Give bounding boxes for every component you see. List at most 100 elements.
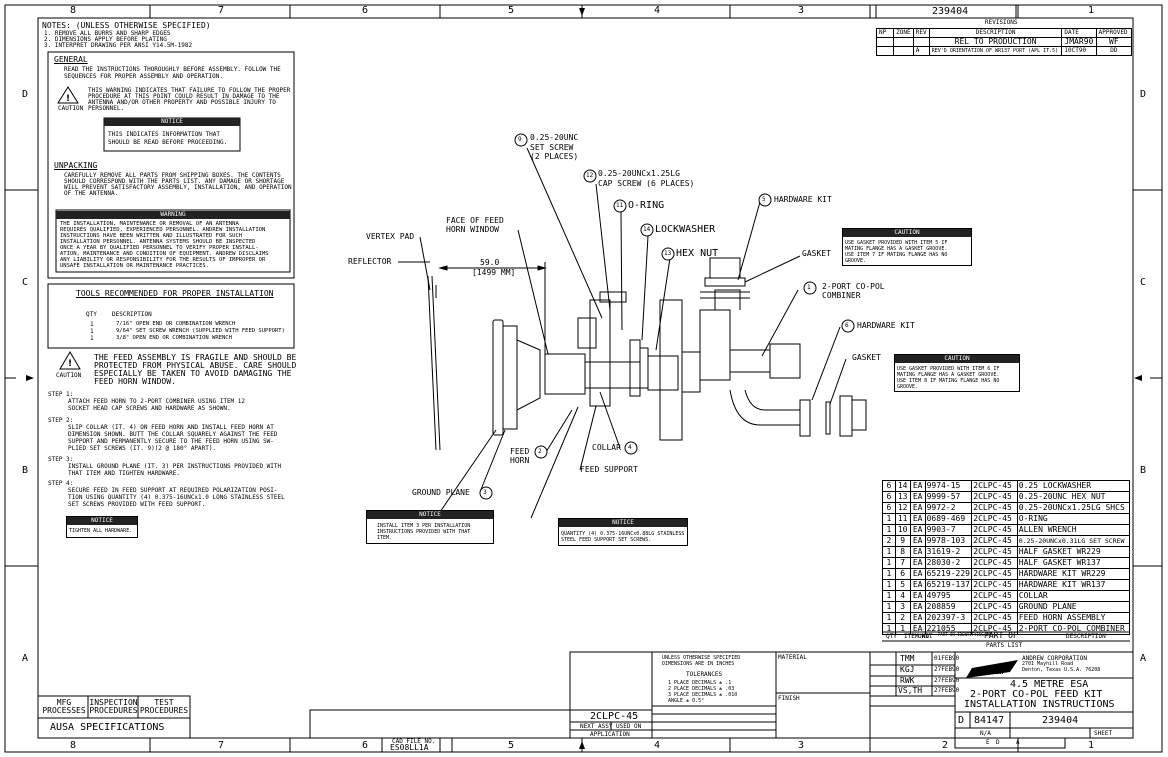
bom-cell: 1 [882, 513, 896, 525]
caution-gasket-2-banner: CAUTION [895, 355, 1019, 363]
bom-cell: 1 [882, 568, 896, 580]
cad-file-label: CAD FILE NO. [392, 738, 436, 745]
tolerance-4: ANGLE ± 0.5° [668, 698, 705, 704]
bom-cell: 2CLPC-45 [971, 480, 1018, 492]
callout-11-number: 11 [616, 202, 624, 209]
tolerance-3: 3 PLACE DECIMALS ± .010 [668, 692, 738, 698]
notice-item3-text-1: INSTALL ITEM 3 PER INSTALLATION [377, 523, 471, 529]
caution-gasket-2-text-3: USE ITEM 8 IF MATING FLANGE HAS NO [897, 378, 1000, 384]
bom-footer-desc: DESCRIPTION [1066, 633, 1106, 640]
general-text-1: READ THE INSTRUCTIONS THOROUGHLY BEFORE … [64, 66, 281, 73]
bom-cell: 2CLPC-45 [971, 579, 1018, 591]
bom-cell: FEED HORN ASSEMBLY [1016, 612, 1131, 624]
callout-1-label: COMBINER [822, 291, 861, 300]
dimension-mm: [1499 MM] [472, 268, 516, 277]
step-2-line: SLIP COLLAR (IT. 4) ON FEED HORN AND INS… [68, 424, 274, 431]
caution-gasket-1-box: CAUTION USE GASKET PROVIDED WITH ITEM 5 … [842, 228, 972, 266]
bom-cell: 1 [882, 590, 896, 602]
notice-item3-text-2: INSTRUCTIONS PROVIDED WITH THAT [377, 529, 471, 535]
callout-9-label: SET SCREW [530, 143, 574, 152]
callout-4-number: 4 [628, 444, 632, 451]
zone-row-a-right: A [1140, 653, 1147, 664]
step-1-line: SOCKET HEAD CAP SCREWS AND HARDWARE AS S… [68, 405, 231, 412]
bom-cell: HALF GASKET WR137 [1016, 557, 1131, 569]
zone-col-8-bottom: 8 [70, 740, 77, 751]
feed-caution-label: CAUTION [56, 372, 82, 379]
application-label: APPLICATION [590, 731, 630, 738]
note-3: 3. INTERPRET DRAWING PER ANSI Y14.5M-198… [44, 42, 193, 49]
date-checked: 27FEB90 [934, 666, 960, 673]
callout-13-number: 13 [664, 250, 672, 257]
zone-row-d-right: D [1140, 89, 1147, 100]
notes-title: NOTES: (UNLESS OTHERWISE SPECIFIED) [42, 21, 211, 30]
bom-cell: 0.25-20UNC HEX NUT [1016, 491, 1131, 503]
bom-footer-item: ITEM NO. [904, 633, 933, 640]
collar-label: COLLAR [592, 443, 621, 452]
bom-cell: 65219-229 [924, 568, 973, 580]
finish-label: FINISH [778, 695, 800, 702]
bom-cell: 6 [894, 568, 911, 580]
unpacking-text-1: CAREFULLY REMOVE ALL PARTS FROM SHIPPING… [64, 172, 281, 179]
bom-cell: 1 [882, 557, 896, 569]
rev-row-desc: REV'D ORIENTATION OF WR137 PORT (APL IT.… [928, 46, 1063, 56]
bom-cell: HALF GASKET WR229 [1016, 546, 1131, 558]
zone-row-c-right: C [1140, 277, 1147, 288]
signature-drawn: TMM [900, 654, 915, 663]
bom-cell: EA [909, 546, 926, 558]
general-heading: GENERAL [54, 55, 88, 64]
next-assy-label: NEXT ASSY [580, 723, 613, 730]
company-city: Denton, Texas U.S.A. 76208 [1022, 667, 1101, 673]
bom-cell: 0.25-20UNCx1.25LG SHCS [1016, 502, 1131, 514]
bom-cell: 12 [894, 502, 911, 514]
gasket-label-b: GASKET [852, 353, 881, 362]
bom-cell: EA [909, 480, 926, 492]
bom-cell: 2CLPC-45 [971, 601, 1018, 613]
bom-cell: 9 [894, 535, 911, 547]
rev-row-rev [912, 37, 930, 47]
callout-11-label: O-RING [628, 200, 665, 211]
bom-cell: 2CLPC-45 [971, 524, 1018, 536]
bom-cell: 6 [882, 491, 896, 503]
feed-horn-label: HORN [510, 456, 530, 465]
caution-text-4: PERSONNEL. [88, 105, 125, 112]
bom-cell: 202397-3 [924, 612, 973, 624]
signature-approved: VS,TH [898, 686, 923, 695]
rev-row-np [875, 46, 895, 56]
bom-cell: EA [909, 601, 926, 613]
bom-cell: EA [909, 491, 926, 503]
bom-cell: 5 [894, 579, 911, 591]
callout-14-label: LOCKWASHER [655, 224, 716, 235]
rev-head-zone: ZONE [893, 28, 914, 38]
step-2-title: STEP 2: [48, 417, 74, 424]
rev-d: D [996, 739, 1000, 746]
caution-gasket-1-text-4: GROOVE. [845, 258, 867, 264]
zone-row-d-left: D [22, 89, 29, 100]
tools-row-desc: 7/16" OPEN END OR COMBINATION WRENCH [116, 321, 236, 327]
revisions-title: REVISIONS [985, 19, 1018, 26]
zone-col-4-bottom: 4 [654, 740, 661, 751]
bom-footer-part-no: PART OR IDENTIFYING NO. [938, 632, 994, 637]
rev-row-zone [893, 37, 914, 47]
caution-gasket-2-text-2: MATING FLANGE HAS A GASKET GROOVE. [897, 372, 1000, 378]
unpacking-text-3: WILL PREVENT SATISFACTORY ASSEMBLY, INST… [64, 184, 292, 191]
notice-item3-text-3: ITEM. [377, 535, 393, 541]
rev-row-rev: A [912, 46, 930, 56]
bom-cell: 9972-2 [924, 502, 973, 514]
vertex-pad-label: VERTEX PAD [366, 232, 415, 241]
warning-text-6: ATION, MAINTENANCE AND CONDITION OF EQUI… [60, 251, 269, 257]
notice-tighten-banner: NOTICE [67, 517, 137, 525]
unless-specified: UNLESS OTHERWISE SPECIFIED [662, 655, 741, 661]
bom-cell: 0.25-20UNCx0.31LG SET SCREW [1016, 535, 1131, 547]
rev-row-appr: WF [1095, 37, 1133, 47]
notice-item3-banner: NOTICE [367, 511, 493, 519]
callout-12-number: 12 [586, 172, 594, 179]
rev-row-appr: DD [1095, 46, 1133, 56]
bom-cell: 4 [894, 590, 911, 602]
